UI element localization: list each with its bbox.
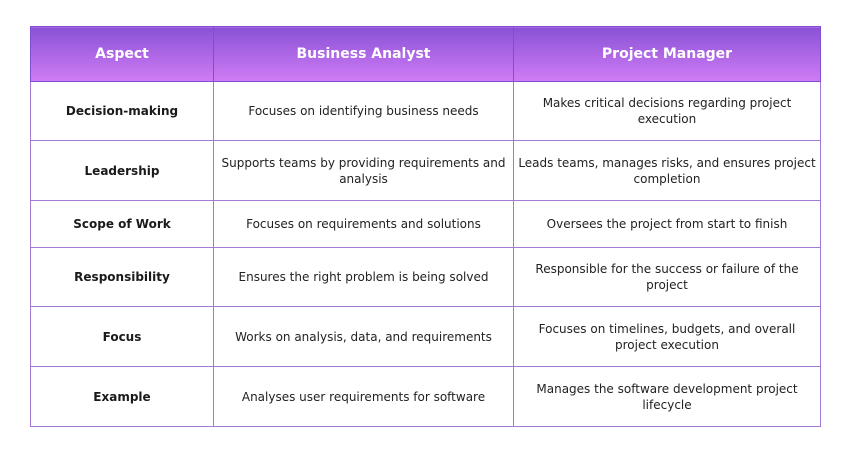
table-row: Responsibility Ensures the right problem… — [30, 247, 821, 307]
pm-cell: Makes critical decisions regarding proje… — [513, 81, 821, 141]
aspect-cell: Leadership — [30, 140, 214, 201]
table-row: Focus Works on analysis, data, and requi… — [30, 306, 821, 367]
pm-cell: Responsible for the success or failure o… — [513, 247, 821, 307]
aspect-cell: Responsibility — [30, 247, 214, 307]
pm-cell: Focuses on timelines, budgets, and overa… — [513, 306, 821, 367]
comparison-table: Aspect Business Analyst Project Manager … — [30, 26, 821, 427]
aspect-cell: Scope of Work — [30, 200, 214, 248]
header-row: Aspect Business Analyst Project Manager — [30, 26, 821, 82]
table-row: Example Analyses user requirements for s… — [30, 366, 821, 427]
ba-cell: Analyses user requirements for software — [213, 366, 514, 427]
header-business-analyst: Business Analyst — [213, 26, 514, 82]
header-aspect: Aspect — [30, 26, 214, 82]
header-project-manager: Project Manager — [513, 26, 821, 82]
pm-cell: Manages the software development project… — [513, 366, 821, 427]
aspect-cell: Example — [30, 366, 214, 427]
ba-cell: Focuses on requirements and solutions — [213, 200, 514, 248]
table-row: Leadership Supports teams by providing r… — [30, 140, 821, 201]
ba-cell: Works on analysis, data, and requirement… — [213, 306, 514, 367]
ba-cell: Focuses on identifying business needs — [213, 81, 514, 141]
pm-cell: Oversees the project from start to finis… — [513, 200, 821, 248]
pm-cell: Leads teams, manages risks, and ensures … — [513, 140, 821, 201]
ba-cell: Supports teams by providing requirements… — [213, 140, 514, 201]
table-row: Scope of Work Focuses on requirements an… — [30, 200, 821, 248]
table-row: Decision-making Focuses on identifying b… — [30, 81, 821, 141]
aspect-cell: Decision-making — [30, 81, 214, 141]
aspect-cell: Focus — [30, 306, 214, 367]
ba-cell: Ensures the right problem is being solve… — [213, 247, 514, 307]
